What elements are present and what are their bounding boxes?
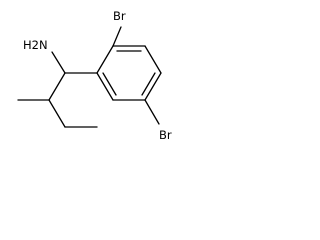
ring-bond-a-b	[96, 45, 114, 74]
ring-bond-f-a	[96, 72, 114, 101]
bond-c2-c3	[48, 99, 66, 128]
ring-bond-d-e	[144, 72, 162, 101]
ring-double-bond-d-e	[141, 72, 156, 96]
atom-labels: H2N Br Br	[23, 9, 172, 142]
bond-ring-br-top	[112, 26, 122, 47]
bonds	[17, 26, 162, 128]
bromine-label-bottom: Br	[159, 128, 172, 142]
bond-ring-br-bottom	[144, 99, 160, 125]
bond-c1-c2	[48, 72, 66, 101]
ring-bond-c-d	[144, 45, 162, 74]
bromine-label-top: Br	[113, 9, 126, 23]
ring-double-bond-f-a	[102, 72, 117, 96]
bond-n-c1	[51, 51, 66, 74]
chemical-structure: H2N Br Br	[17, 9, 172, 142]
amine-label: H2N	[23, 38, 48, 52]
